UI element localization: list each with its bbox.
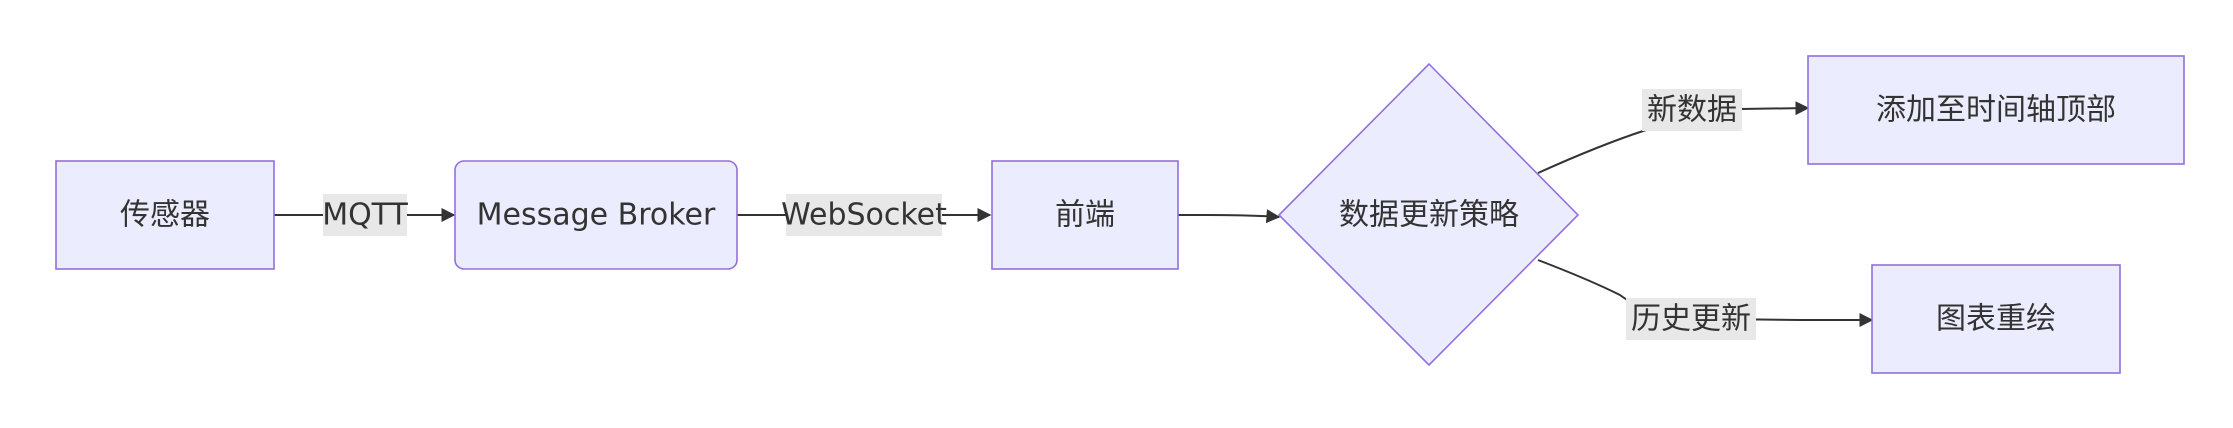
node-chart-redraw: 图表重绘 [1871,264,2121,374]
edge-label-mqtt-text: MQTT [322,198,408,233]
node-chart-redraw-label: 图表重绘 [1936,302,2056,337]
node-frontend-label: 前端 [1055,198,1115,233]
edge-label-websocket: WebSocket [781,194,947,236]
node-sensor: 传感器 [55,160,275,270]
edge-label-mqtt: MQTT [322,194,408,236]
node-message-broker: Message Broker [454,160,738,270]
edge-labels: MQTT WebSocket 新数据 历史更新 [322,89,1756,340]
nodes: 传感器 Message Broker 前端 数据更新策略 添加至时间轴顶部 图表… [55,55,2185,374]
node-add-timeline-top-label: 添加至时间轴顶部 [1876,93,2116,128]
node-frontend: 前端 [991,160,1179,270]
node-sensor-label: 传感器 [120,198,210,233]
edge-label-history-update-text: 历史更新 [1631,302,1751,337]
node-update-strategy-label: 数据更新策略 [1339,198,1519,233]
edge-frontend-to-strategy [1178,209,1281,224]
node-message-broker-label: Message Broker [477,198,716,233]
edge-label-websocket-text: WebSocket [781,198,947,233]
edge-label-new-data-text: 新数据 [1647,93,1737,128]
node-add-timeline-top: 添加至时间轴顶部 [1807,55,2185,165]
edge-label-history-update: 历史更新 [1626,298,1756,340]
edge-label-new-data: 新数据 [1642,89,1742,131]
node-update-strategy: 数据更新策略 [1277,62,1580,367]
